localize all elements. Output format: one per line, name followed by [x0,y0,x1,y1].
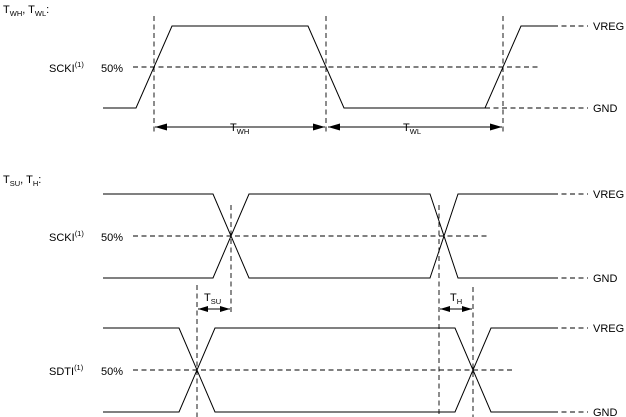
pct-label-3: 50% [101,366,123,378]
pct-label-2: 50% [101,232,123,244]
twh-label: TWH [230,122,249,136]
twl-dimension [328,123,502,131]
tsu-dimension [198,306,230,312]
twl-label: TWL [403,122,421,136]
section2-heading: TSU, TH: [3,174,41,188]
scki-waveform-2 [103,193,553,279]
gnd-label-1: GND [593,103,618,115]
th-label: TH [450,292,462,306]
th-dimension [440,306,472,312]
vreg-label-3: VREG [593,323,624,335]
gnd-label-3: GND [593,407,618,417]
vreg-label-2: VREG [593,189,624,201]
sdti-waveform [103,327,553,413]
scki-label-1: SCKI(1) [49,60,84,75]
sdti-label: SDTI(1) [49,363,84,378]
tsu-label: TSU [204,292,221,306]
scki-label-2: SCKI(1) [49,229,84,244]
twh-dimension [155,123,325,131]
gnd-label-2: GND [593,273,618,285]
vreg-label-1: VREG [593,21,624,33]
section1-heading: TWH, TWL: [3,4,49,18]
pct-label-1: 50% [101,63,123,75]
